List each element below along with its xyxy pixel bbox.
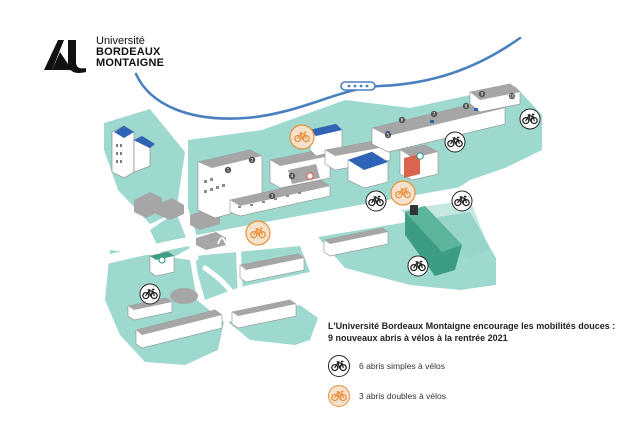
university-logo-mark bbox=[44, 40, 86, 73]
central-buildings bbox=[197, 123, 439, 219]
bike-shelter bbox=[451, 190, 473, 212]
building-marker: 7 bbox=[430, 110, 438, 118]
svg-text:8: 8 bbox=[465, 104, 468, 109]
headline-line-1: L'Université Bordeaux Montaigne encourag… bbox=[328, 321, 616, 331]
bike-shelter bbox=[444, 131, 466, 153]
building-marker: 10 bbox=[508, 92, 516, 100]
legend-double: 3 abris doubles à vélos bbox=[328, 385, 446, 407]
arches bbox=[217, 237, 243, 245]
legend-double-label: 3 abris doubles à vélos bbox=[359, 391, 446, 401]
bike-shelter-simple bbox=[139, 108, 541, 305]
svg-text:6: 6 bbox=[401, 118, 404, 123]
windows bbox=[204, 178, 301, 208]
tower-building bbox=[111, 125, 155, 179]
small-buildings bbox=[134, 192, 226, 250]
svg-text:10: 10 bbox=[509, 94, 515, 99]
svg-text:2: 2 bbox=[251, 158, 254, 163]
svg-text:1: 1 bbox=[227, 168, 230, 173]
info-marker bbox=[306, 172, 314, 180]
headline-line-2: 9 nouveaux abris à vélos à la rentrée 20… bbox=[328, 333, 508, 344]
svg-text:7: 7 bbox=[433, 112, 436, 117]
legend-simple: 6 abris simples à vélos bbox=[328, 355, 445, 377]
university-logo-text: Université BORDEAUX MONTAIGNE bbox=[96, 36, 164, 69]
building-marker: 3 bbox=[268, 192, 276, 200]
bike-icon bbox=[328, 385, 350, 407]
info-marker bbox=[158, 256, 166, 264]
bike-shelter bbox=[365, 190, 387, 212]
headline: L'Université Bordeaux Montaigne encourag… bbox=[328, 320, 623, 344]
bike-shelter-double bbox=[245, 124, 416, 246]
svg-text:5: 5 bbox=[387, 133, 390, 138]
bike-shelter bbox=[139, 283, 161, 305]
bike-shelter bbox=[245, 220, 271, 246]
bike-icon bbox=[328, 355, 350, 377]
building-marker: 6 bbox=[398, 116, 406, 124]
svg-text:4: 4 bbox=[291, 174, 294, 179]
legend-simple-label: 6 abris simples à vélos bbox=[359, 361, 445, 371]
svg-text:3: 3 bbox=[271, 194, 274, 199]
bike-shelter bbox=[519, 108, 541, 130]
svg-text:9: 9 bbox=[481, 92, 484, 97]
building-marker: 5 bbox=[384, 131, 392, 139]
logo-line-1: Université bbox=[96, 35, 145, 47]
green-building bbox=[405, 205, 462, 276]
lower-buildings bbox=[127, 227, 389, 349]
logo-line-2: BORDEAUX bbox=[96, 46, 161, 58]
info-marker bbox=[416, 152, 424, 160]
logo-line-3: MONTAIGNE bbox=[96, 57, 165, 69]
building-number-markers: 1 2 3 4 5 6 7 8 9 10 bbox=[224, 90, 516, 200]
bike-shelter bbox=[407, 255, 429, 277]
building-marker: 8 bbox=[462, 102, 470, 110]
bike-shelter bbox=[390, 180, 416, 206]
bike-shelter bbox=[289, 124, 315, 150]
tram-icon bbox=[340, 81, 376, 91]
building-marker: 4 bbox=[288, 172, 296, 180]
building-marker: 1 bbox=[224, 166, 232, 174]
building-marker: 2 bbox=[248, 156, 256, 164]
river-line bbox=[134, 36, 522, 120]
building-marker: 9 bbox=[478, 90, 486, 98]
